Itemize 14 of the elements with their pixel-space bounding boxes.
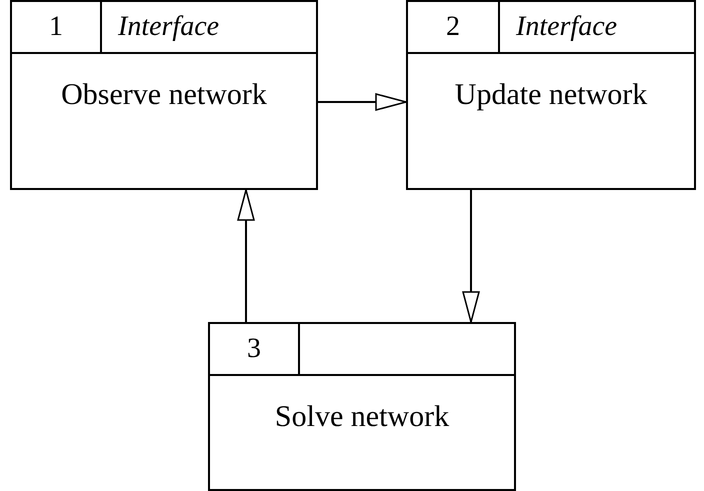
step-label: Solve network: [274, 399, 450, 435]
header-label: Interface: [118, 13, 220, 41]
process-box: [208, 322, 516, 491]
step-number: 2: [446, 13, 460, 41]
step-number: 1: [49, 13, 63, 41]
header-label: Interface: [516, 13, 618, 41]
arrow: [462, 190, 480, 323]
process-box: [406, 0, 696, 190]
step-number: 3: [247, 335, 261, 363]
process-box: [10, 0, 318, 190]
arrow: [318, 93, 407, 111]
step-label: Update network: [454, 77, 648, 113]
step-label: Observe network: [61, 77, 267, 113]
arrow: [237, 189, 255, 322]
